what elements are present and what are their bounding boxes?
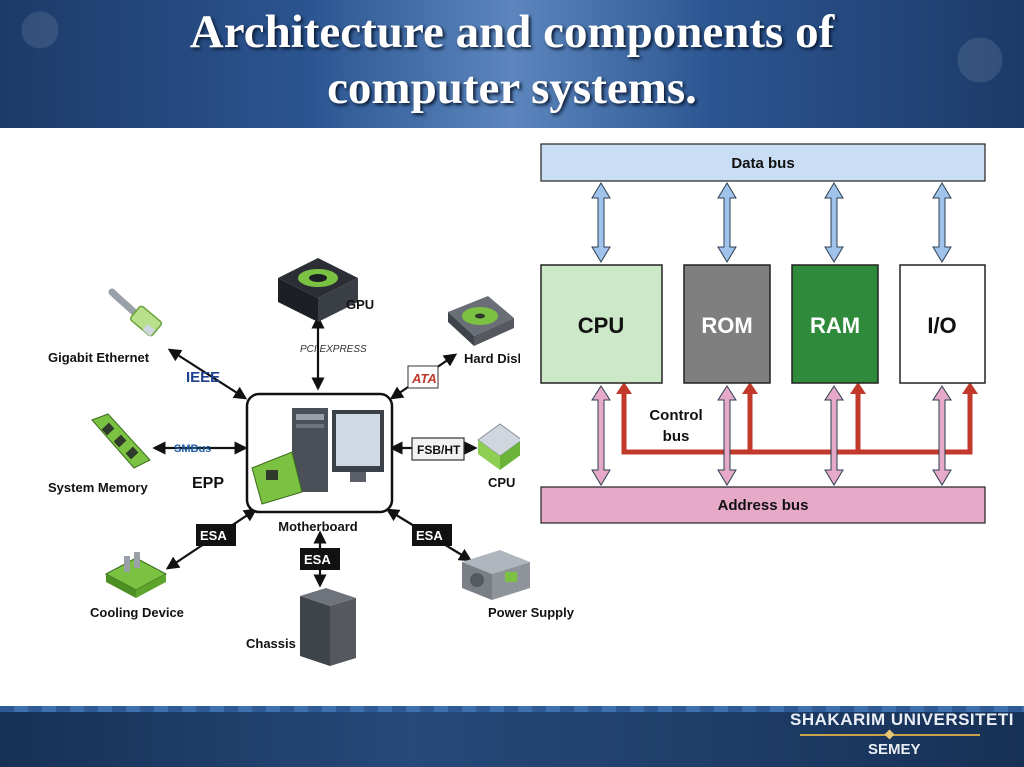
power-supply-label: Power Supply [488, 605, 575, 620]
address-bus-bar [540, 486, 986, 524]
gpu-interface-logo: PCI EXPRESS [300, 344, 367, 355]
footer-bar [0, 706, 1024, 767]
slide-title-line1: Architecture and components of [189, 6, 835, 58]
cooling-device-label: Cooling Device [90, 605, 184, 620]
smbus-logo: SMBus [174, 443, 211, 455]
node-hard-disk: Hard Disk ATA [407, 296, 525, 389]
node-cooling-device: Cooling Device ESA [90, 524, 236, 620]
control-bus-label-line1: Control [649, 407, 702, 424]
hard-disk-icon [448, 296, 514, 346]
power-supply-interface-logo: ESA [416, 528, 443, 543]
ethernet-cable-icon [108, 288, 163, 337]
chassis-label: Chassis [246, 636, 296, 651]
gpu-label: GPU [346, 297, 374, 312]
components-diagram: Motherboard GPU PCI EXPRESS Gigabit Ethe… [48, 258, 575, 666]
control-bus-arrowheads [616, 382, 978, 394]
cpu-label: CPU [488, 475, 515, 490]
system-memory-label: System Memory [48, 480, 148, 495]
control-bus-main-line [621, 392, 973, 455]
unit-rom-label: ROM [701, 313, 752, 338]
node-chassis: Chassis ESA [246, 548, 356, 666]
hard-disk-label: Hard Disk [464, 351, 525, 366]
university-logo-line1: SHAKARIM UNIVERSITETI [790, 710, 1014, 729]
node-system-memory: System Memory SMBus EPP [48, 413, 224, 495]
motherboard-icon [251, 408, 384, 505]
control-bus-label-line2: bus [663, 428, 690, 445]
cpu-chip-icon [477, 423, 523, 470]
motherboard-label: Motherboard [278, 519, 358, 534]
epp-label: EPP [192, 475, 224, 492]
slide-title: Architecture and components of computer … [0, 4, 1024, 116]
footer-ornament [0, 706, 1024, 712]
unit-ram-label: RAM [810, 313, 860, 338]
cpu-interface-logo: FSB/HT [417, 443, 461, 457]
unit-io: I/O [899, 264, 986, 384]
title-banner [0, 0, 1024, 128]
node-gigabit-ethernet: Gigabit Ethernet IEEE [48, 288, 220, 386]
control-bus [621, 392, 973, 455]
chassis-icon [300, 588, 356, 666]
address-bus-arrows [591, 385, 952, 486]
motherboard-hub: Motherboard [245, 392, 394, 534]
address-bus-label: Address bus [718, 497, 809, 514]
unit-rom: ROM [683, 264, 771, 384]
node-gpu: GPU PCI EXPRESS [278, 258, 374, 355]
unit-io-label: I/O [927, 313, 956, 338]
data-bus-bar [540, 143, 986, 182]
gpu-card-icon [278, 258, 358, 322]
ethernet-interface-logo: IEEE [186, 369, 220, 386]
gigabit-ethernet-label: Gigabit Ethernet [48, 350, 150, 365]
data-bus-label: Data bus [731, 155, 794, 172]
unit-cpu-label: CPU [578, 313, 624, 338]
bus-diagram: Data bus Address bus CPU ROM [520, 128, 1004, 540]
arrow-ethernet [167, 348, 248, 400]
university-logo-line2: SEMEY [868, 741, 921, 758]
hard-disk-interface-logo: ATA [411, 371, 437, 386]
data-bus-arrows [591, 182, 952, 263]
chassis-interface-logo: ESA [304, 552, 331, 567]
slide-title-line2: computer systems. [327, 62, 697, 114]
node-power-supply: Power Supply ESA [412, 524, 575, 620]
cooling-device-icon [104, 552, 168, 598]
node-cpu: CPU FSB/HT [411, 423, 523, 490]
unit-ram: RAM [791, 264, 879, 384]
power-supply-icon [462, 550, 530, 600]
memory-module-icon [91, 413, 151, 469]
cooling-interface-logo: ESA [200, 528, 227, 543]
unit-cpu: CPU [540, 264, 663, 384]
